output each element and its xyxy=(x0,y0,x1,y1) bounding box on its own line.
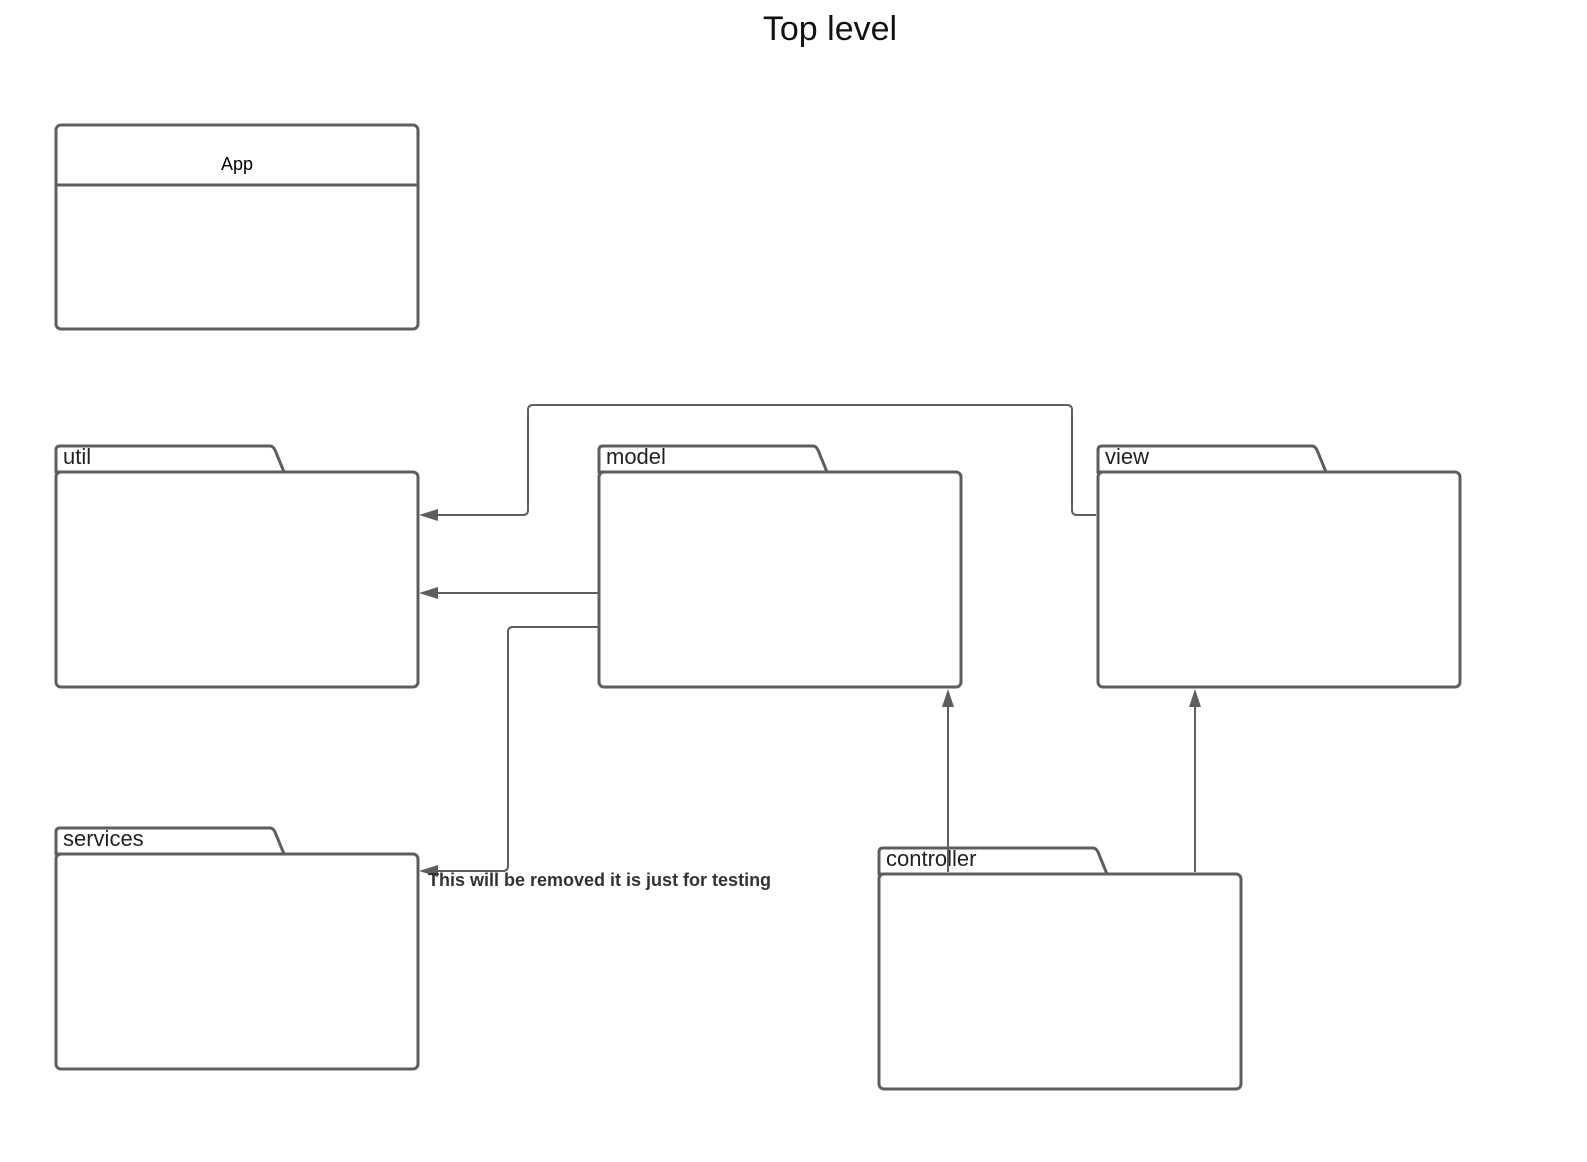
package-controller-label: controller xyxy=(886,846,976,871)
arrowhead-services xyxy=(419,865,438,877)
arrowhead-util-top xyxy=(419,509,438,521)
class-app-label: App xyxy=(221,154,253,174)
note-label: This will be removed it is just for test… xyxy=(428,870,771,890)
package-model-label: model xyxy=(606,444,666,469)
package-util[interactable]: util xyxy=(54,444,420,689)
arrowhead-view xyxy=(1189,689,1201,707)
connector-view-util[interactable] xyxy=(419,404,1096,521)
package-services-label: services xyxy=(63,826,144,851)
connector-model-util[interactable] xyxy=(419,587,598,599)
arrowhead-model xyxy=(942,689,954,707)
package-controller[interactable]: controller xyxy=(877,846,1243,1091)
diagram-title: Top level xyxy=(763,10,897,48)
connector-model-services[interactable] xyxy=(419,626,598,877)
package-view-label: view xyxy=(1105,444,1149,469)
connector-controller-view[interactable] xyxy=(1189,689,1201,872)
package-util-label: util xyxy=(63,444,91,469)
arrowhead-util-middle xyxy=(419,587,438,599)
package-services[interactable]: services xyxy=(54,826,420,1071)
connector-controller-model[interactable] xyxy=(942,689,954,872)
package-model[interactable]: model xyxy=(597,444,963,689)
package-view[interactable]: view xyxy=(1096,444,1462,689)
class-app[interactable]: App xyxy=(54,123,420,331)
